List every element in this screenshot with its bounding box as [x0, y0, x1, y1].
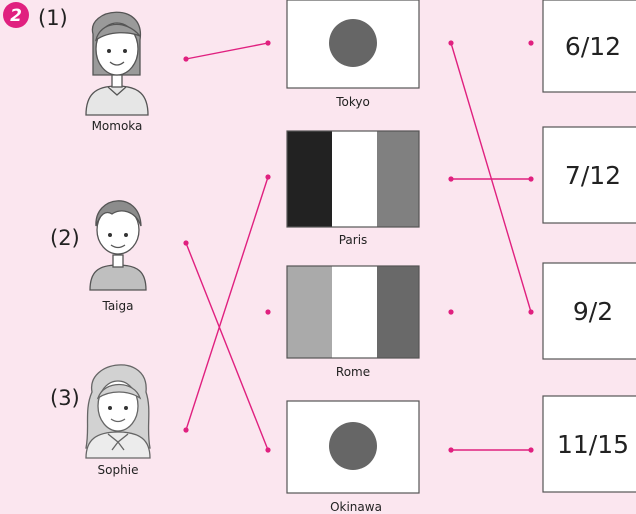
person-number-1: (1): [38, 6, 68, 30]
flag-caption-okinawa: Okinawa: [330, 500, 382, 514]
person-name-taiga: Taiga: [101, 299, 133, 313]
boy-icon: [89, 200, 147, 291]
dot-date-2: [528, 176, 534, 182]
exercise-badge: 2: [3, 2, 29, 28]
girl-wavy-hair-icon: [85, 364, 151, 459]
italy-flag-icon: [286, 265, 420, 359]
japan-flag-icon: [286, 400, 420, 494]
date-value: 7/12: [565, 161, 621, 190]
france-flag-icon: [286, 130, 420, 228]
person-name-momoka: Momoka: [92, 119, 143, 133]
girl-short-hair-icon: [85, 11, 149, 116]
date-box-3: 9/2: [542, 262, 636, 360]
dot-rome-right: [448, 309, 454, 315]
dot-date-1: [528, 40, 534, 46]
match-line-tokyo-9-2: [450, 42, 532, 313]
person-name-sophie: Sophie: [98, 463, 139, 477]
dot-tokyo-right: [448, 40, 454, 46]
dot-date-4: [528, 447, 534, 453]
dot-paris-right: [448, 176, 454, 182]
dot-momoka: [183, 56, 189, 62]
date-value: 6/12: [565, 32, 621, 61]
flag-caption-tokyo: Tokyo: [335, 95, 370, 109]
date-box-2: 7/12: [542, 126, 636, 224]
dot-tokyo-left: [265, 40, 271, 46]
match-line-momoka-tokyo: [185, 42, 269, 60]
dot-rome-left: [265, 309, 271, 315]
match-line-taiga-okinawa: [185, 242, 269, 451]
flag-caption-paris: Paris: [339, 233, 368, 247]
date-value: 9/2: [573, 297, 613, 326]
dot-sophie: [183, 427, 189, 433]
person-number-3: (3): [50, 386, 80, 410]
date-value: 11/15: [557, 430, 629, 459]
dot-okinawa-right: [448, 447, 454, 453]
date-box-4: 11/15: [542, 395, 636, 493]
dot-paris-left: [265, 174, 271, 180]
dot-taiga: [183, 240, 189, 246]
match-line-sophie-paris: [185, 176, 269, 431]
dot-date-3: [528, 309, 534, 315]
flag-caption-rome: Rome: [336, 365, 370, 379]
dot-okinawa-left: [265, 447, 271, 453]
person-number-2: (2): [50, 226, 80, 250]
date-box-1: 6/12: [542, 0, 636, 93]
japan-flag-icon: [286, 0, 420, 89]
exercise-number: 2: [10, 6, 22, 26]
